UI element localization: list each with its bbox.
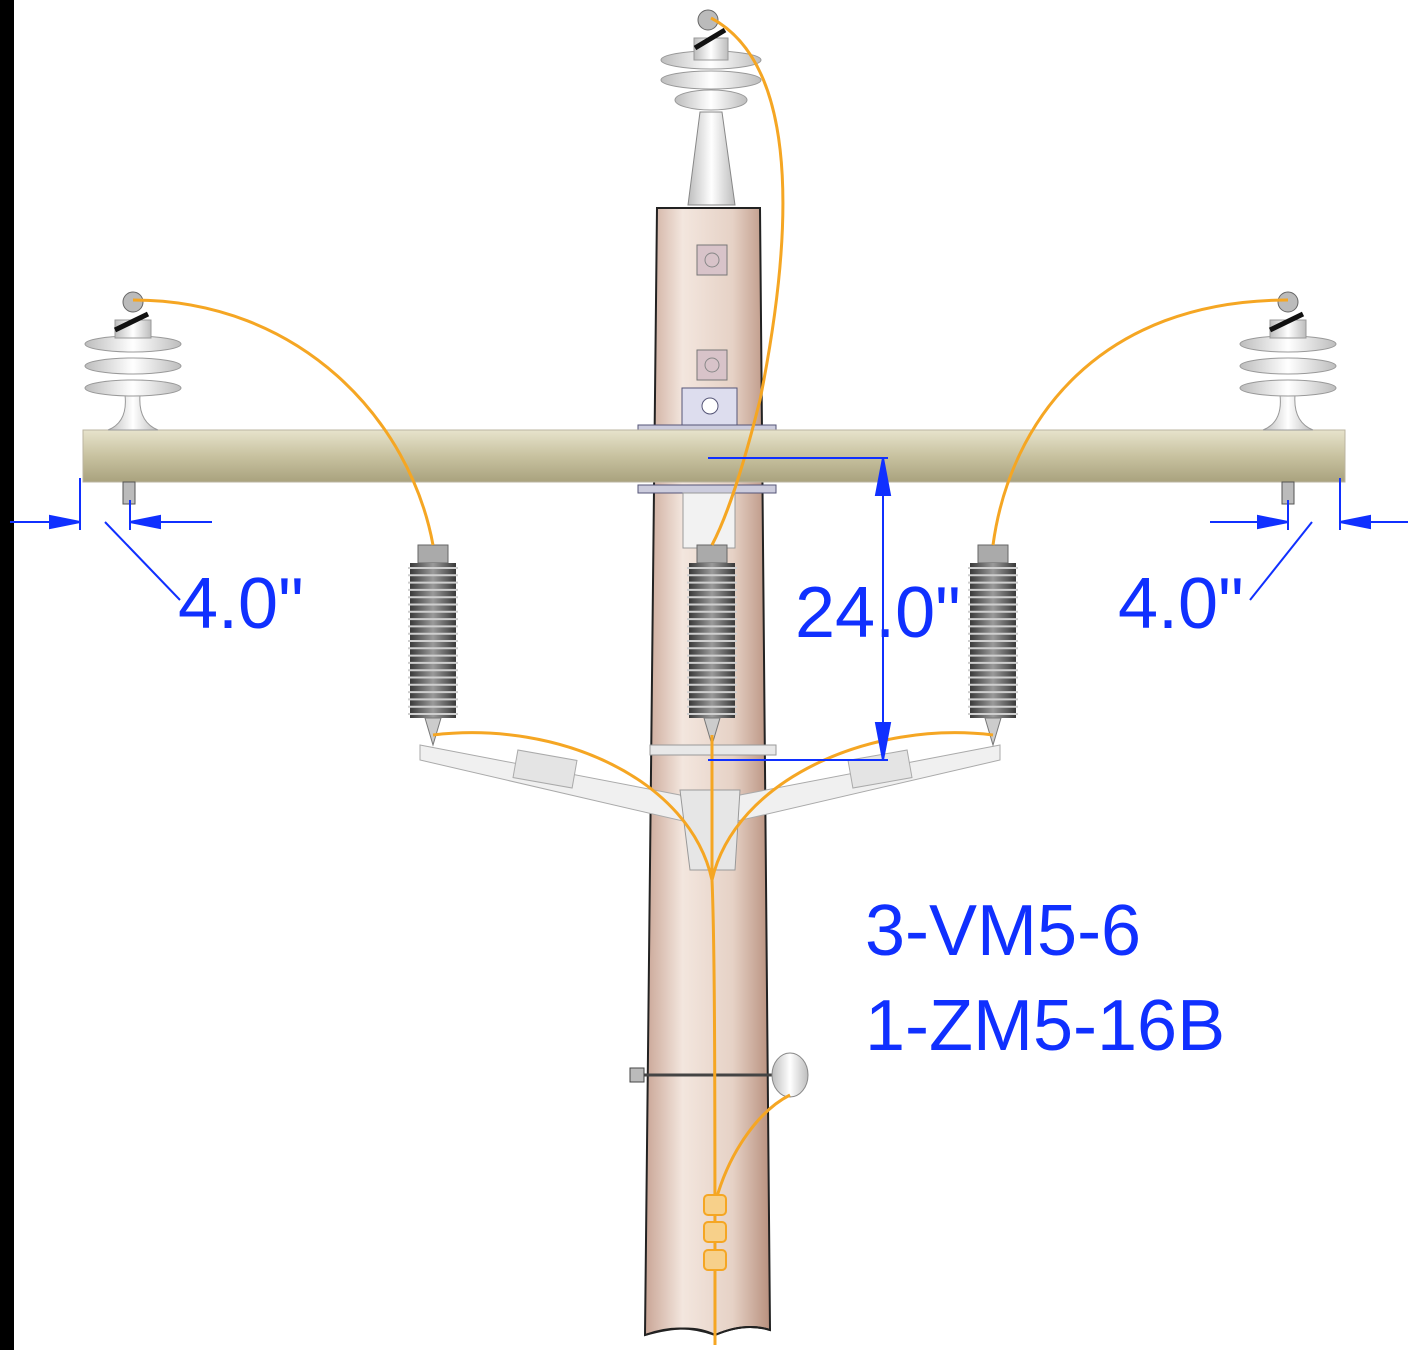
- crossarm-insulator-right: [1239, 291, 1337, 505]
- arrester-bracket: [419, 744, 1001, 871]
- crossarm-bracket: [637, 387, 777, 549]
- pole-top-insulator: [660, 9, 762, 206]
- crossarm: [82, 429, 1346, 483]
- assembly-code-2: 1-ZM5-16B: [865, 986, 1225, 1066]
- dimension-left: [10, 478, 212, 601]
- dimension-right-label: 4.0": [1118, 564, 1244, 644]
- dimension-vertical: [708, 457, 892, 761]
- ground-clamps: [703, 1194, 727, 1271]
- surge-arrester-center: [687, 544, 737, 747]
- surge-arrester-left: [408, 544, 458, 747]
- pole-bolt-lower: [696, 349, 728, 381]
- pole-bolt-upper: [696, 244, 728, 276]
- dimension-vertical-label: 24.0": [795, 573, 961, 653]
- surge-arrester-right: [968, 544, 1018, 747]
- crossarm-insulator-left: [84, 291, 182, 505]
- assembly-code-1: 3-VM5-6: [865, 891, 1141, 971]
- dimension-left-label: 4.0": [178, 564, 304, 644]
- standoff-bracket: [629, 1052, 809, 1098]
- dimension-right: [1210, 478, 1408, 601]
